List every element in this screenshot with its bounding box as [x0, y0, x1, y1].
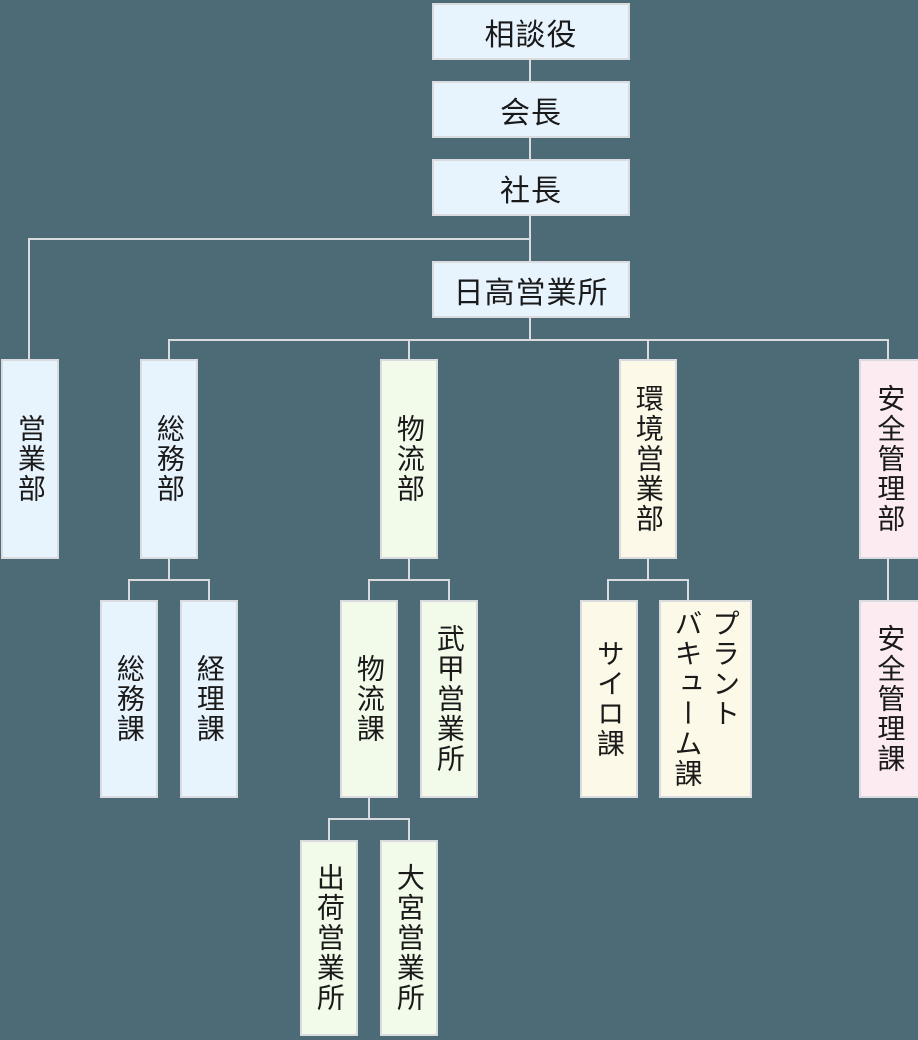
node-general-affairs-sec-label: 総務課 [113, 654, 145, 744]
connector-line [647, 339, 649, 359]
connector-line [28, 238, 531, 240]
node-omiya-office: 大宮営業所 [380, 840, 438, 1036]
node-environment-sales-dept-label: 環境営業部 [632, 384, 664, 534]
connector-line [328, 818, 410, 820]
connector-line [647, 559, 649, 579]
node-advisor: 相談役 [432, 3, 630, 60]
node-general-affairs-sec: 総務課 [100, 600, 158, 798]
connector-line [168, 559, 170, 579]
node-accounting-sec-label: 経理課 [193, 654, 225, 744]
connector-line [368, 579, 370, 600]
connector-line [408, 818, 410, 840]
connector-line [529, 318, 531, 341]
node-president-label: 社長 [500, 174, 562, 208]
node-logistics-dept: 物流部 [380, 359, 438, 559]
connector-line [887, 559, 889, 600]
connector-line [328, 818, 330, 840]
node-safety-mgmt-dept-label: 安全管理部 [874, 384, 906, 534]
connector-line [448, 579, 450, 600]
node-sales-dept-label: 営業部 [14, 414, 46, 504]
connector-line [28, 238, 30, 359]
node-hidaka-office-label: 日高営業所 [453, 276, 609, 310]
node-logistics-dept-label: 物流部 [393, 414, 425, 504]
node-plant-vacuum-sec: プラント バキューム課 [659, 600, 752, 798]
node-advisor-label: 相談役 [484, 18, 578, 52]
node-buko-office: 武甲営業所 [420, 600, 478, 798]
node-shukka-office-label: 出荷営業所 [313, 863, 345, 1013]
node-plant-vacuum-sec-label: プラント バキューム課 [671, 609, 741, 789]
connector-line [128, 579, 210, 581]
connector-line [168, 339, 889, 341]
connector-line [408, 559, 410, 579]
connector-line [128, 579, 130, 600]
connector-line [887, 339, 889, 359]
node-general-affairs-dept-label: 総務部 [153, 414, 185, 504]
connector-line [607, 579, 689, 581]
node-buko-office-label: 武甲営業所 [433, 624, 465, 774]
connector-line [529, 138, 531, 159]
node-accounting-sec: 経理課 [180, 600, 238, 798]
node-president: 社長 [432, 159, 630, 216]
node-safety-mgmt-sec-label: 安全管理課 [874, 624, 906, 774]
connector-line [408, 339, 410, 359]
node-environment-sales-dept: 環境営業部 [619, 359, 677, 559]
node-sales-dept: 営業部 [1, 359, 59, 559]
node-omiya-office-label: 大宮営業所 [393, 863, 425, 1013]
node-safety-mgmt-sec: 安全管理課 [859, 600, 918, 798]
node-logistics-sec-label: 物流課 [353, 654, 385, 744]
node-safety-mgmt-dept: 安全管理部 [859, 359, 918, 559]
connector-line [368, 579, 450, 581]
connector-line [529, 60, 531, 81]
connector-line [168, 339, 170, 359]
node-hidaka-office: 日高営業所 [432, 261, 630, 318]
node-general-affairs-dept: 総務部 [140, 359, 198, 559]
connector-line [368, 798, 370, 818]
connector-line [607, 579, 609, 600]
node-silo-sec-label: サイロ課 [593, 639, 625, 759]
node-chairman-label: 会長 [500, 96, 562, 130]
node-silo-sec: サイロ課 [580, 600, 638, 798]
node-chairman: 会長 [432, 81, 630, 138]
node-shukka-office: 出荷営業所 [300, 840, 358, 1036]
node-logistics-sec: 物流課 [340, 600, 398, 798]
connector-line [208, 579, 210, 600]
connector-line [687, 579, 689, 600]
